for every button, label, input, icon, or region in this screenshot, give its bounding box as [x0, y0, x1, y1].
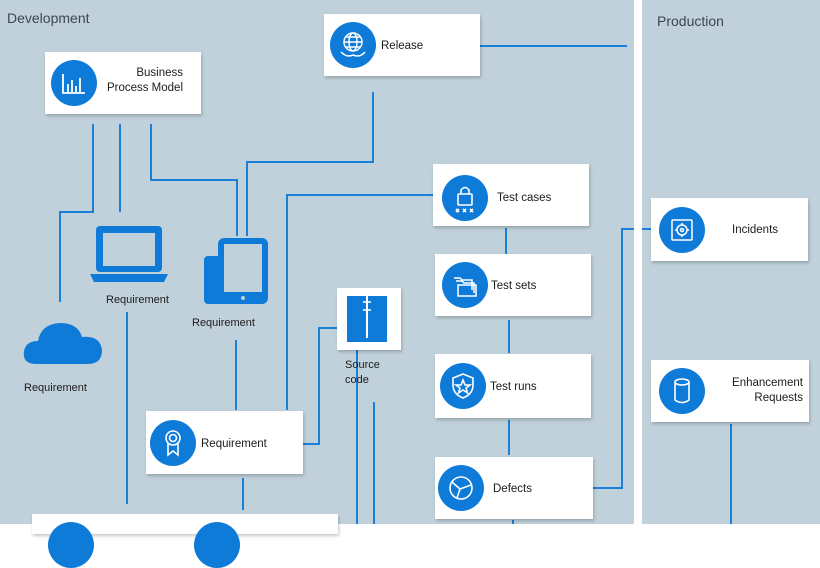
- test-sets-card[interactable]: Test sets: [435, 254, 591, 316]
- source-code-card[interactable]: [337, 288, 401, 350]
- book-icon: [347, 296, 387, 342]
- connector-release-to-tablet: [246, 92, 374, 236]
- test-runs-card[interactable]: Test runs: [435, 354, 591, 418]
- test-cases-label: Test cases: [497, 192, 552, 204]
- requirement-cloud-label: Requirement: [24, 382, 87, 394]
- folders-icon: [442, 262, 488, 308]
- broken-circle-icon: [438, 465, 484, 511]
- test-cases-card[interactable]: Test cases: [433, 164, 589, 226]
- cylinder-icon: [659, 368, 705, 414]
- requirement-laptop-label: Requirement: [106, 294, 169, 306]
- test-sets-label: Test sets: [491, 280, 537, 292]
- source-code-label: Source code: [345, 359, 380, 386]
- business-process-model-label: Business Process Model: [106, 67, 183, 94]
- cloud-icon: [23, 323, 102, 364]
- test-runs-label: Test runs: [490, 381, 537, 393]
- requirement-badge-card[interactable]: Requirement: [146, 411, 303, 474]
- requirement-badge-label: Requirement: [201, 438, 267, 450]
- lock-icon: [442, 175, 488, 221]
- connector-badge-to-testcases: [286, 194, 433, 410]
- laptop-icon: [90, 226, 168, 282]
- incidents-label: Incidents: [732, 224, 779, 236]
- defects-card[interactable]: Defects: [435, 457, 593, 519]
- shield-star-icon: [440, 363, 486, 409]
- enhancement-requests-label: Enhancement Requests: [732, 377, 803, 404]
- lane-divider: [634, 0, 642, 524]
- requirement-tablet-label: Requirement: [192, 317, 255, 329]
- globe-hand-icon: [330, 22, 376, 68]
- business-process-model-card[interactable]: Business Process Model: [45, 52, 201, 114]
- safe-icon: [659, 207, 705, 253]
- connector-bpm-to-cloud: [59, 124, 94, 302]
- enhancement-requests-card[interactable]: Enhancement Requests: [651, 360, 809, 422]
- connector-bpm-to-tablet: [150, 124, 238, 236]
- partial-bottom-card-icon-left: [48, 522, 94, 568]
- partial-bottom-card[interactable]: [32, 514, 338, 568]
- defects-label: Defects: [493, 483, 532, 495]
- release-card[interactable]: Release: [324, 14, 480, 76]
- release-label: Release: [381, 40, 424, 52]
- ribbon-badge-icon: [150, 420, 196, 466]
- tablet-icon: [204, 238, 268, 304]
- connector-defects-to-incidents: [593, 228, 651, 489]
- bar-chart-icon: [51, 60, 97, 106]
- production-lane-title: Production: [657, 13, 724, 29]
- development-lane-title: Development: [7, 10, 90, 26]
- incidents-card[interactable]: Incidents: [651, 198, 808, 261]
- connector-badge-to-source: [303, 327, 337, 445]
- partial-bottom-card-icon-right: [194, 522, 240, 568]
